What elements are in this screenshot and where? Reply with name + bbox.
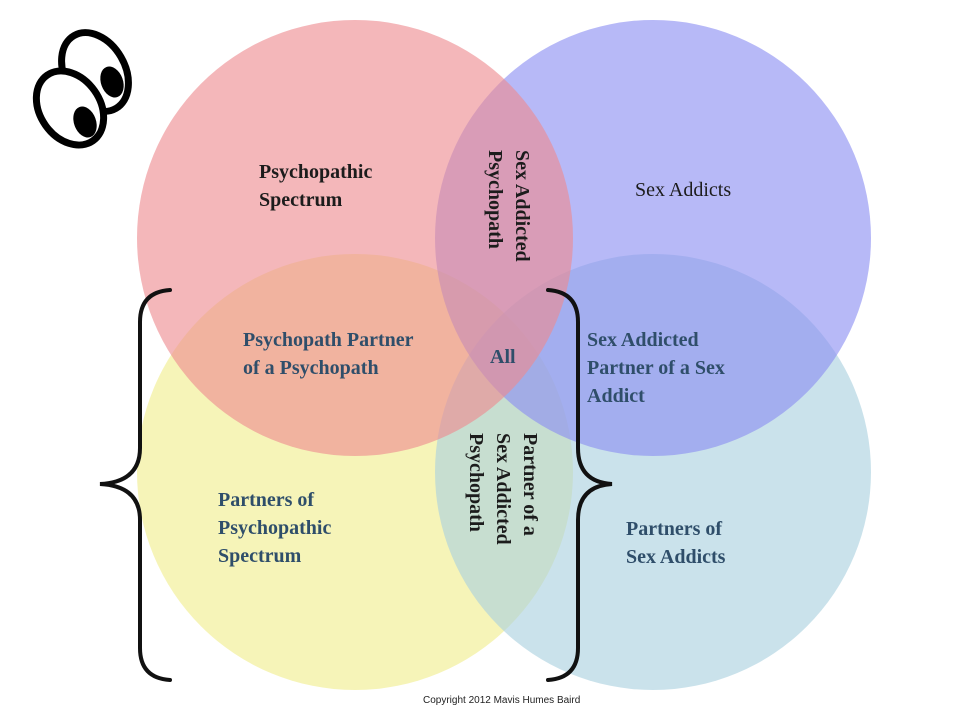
label-partners-of-psychopathic-spectrum: Partners of Psychopathic Spectrum [218, 489, 332, 567]
label-sex-addicted-partner-of-sex-addict: Sex Addicted Partner of a Sex Addict [587, 329, 725, 407]
label-psychopathic-spectrum: Psychopathic Spectrum [259, 161, 373, 211]
circle-sex-addicts [435, 20, 871, 456]
label-partner-of-sex-addicted-psychopath: Partner of a Sex Addicted Psychopath [465, 433, 541, 545]
label-partners-of-sex-addicts: Partners of Sex Addicts [626, 518, 726, 568]
right-curly-brace-icon [546, 288, 613, 682]
label-psychopath-partner-of-psychopath: Psychopath Partner of a Psychopath [243, 329, 414, 379]
label-sex-addicts: Sex Addicts [635, 179, 732, 201]
label-sex-addicted-psychopath: Sex Addicted Psychopath [484, 150, 533, 262]
copyright-text: Copyright 2012 Mavis Humes Baird [423, 695, 581, 706]
circle-psychopathic-spectrum [137, 20, 573, 456]
label-all: All [490, 346, 516, 368]
cartoon-eyes-icon [32, 29, 132, 149]
left-curly-brace-icon [99, 288, 172, 682]
